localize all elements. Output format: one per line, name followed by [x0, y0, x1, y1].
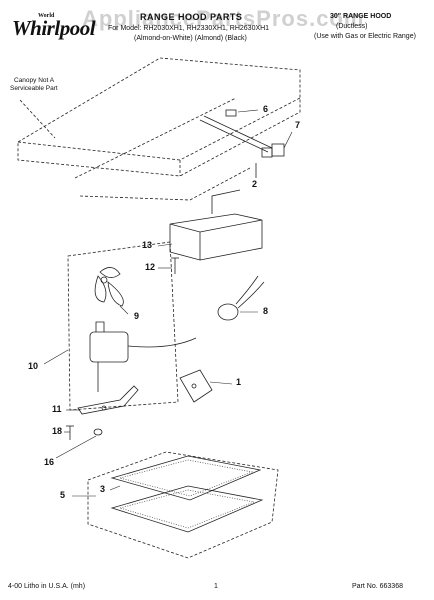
hood-size: 30" RANGE HOOD	[330, 13, 392, 20]
canopy-outline	[17, 57, 301, 201]
callout-18: 18	[52, 426, 63, 436]
footer-part-number: Part No. 663368	[352, 583, 403, 590]
nut-16	[93, 428, 103, 436]
fan-motor	[89, 321, 197, 392]
light-bracket	[199, 109, 285, 178]
lamp-socket	[217, 275, 265, 321]
callout-10: 10	[28, 361, 39, 371]
footer-page-number: 1	[214, 583, 218, 590]
callout-9: 9	[134, 311, 140, 321]
colors-line: (Almond-on-White) (Almond) (Black)	[134, 35, 247, 42]
fan-assembly-outline	[67, 241, 179, 411]
canopy-note-line1: Canopy Not A	[14, 77, 55, 84]
footer-litho: 4-00 Litho in U.S.A. (mh)	[8, 583, 86, 590]
screw-18	[66, 425, 74, 440]
filter-kit-outline	[87, 451, 279, 559]
hood-type: (Ductless)	[336, 23, 368, 30]
filter-housing	[169, 189, 263, 261]
callout-12: 12	[145, 262, 156, 272]
canopy-note-line2: Serviceable Part	[10, 85, 58, 92]
grease-filters	[110, 455, 264, 533]
callout-3: 3	[100, 484, 106, 494]
fan-blade	[94, 267, 124, 307]
callout-8: 8	[263, 306, 269, 316]
callout-2: 2	[252, 179, 258, 189]
callout-5: 5	[60, 490, 66, 500]
callout-1: 1	[236, 377, 242, 387]
logo-name: Whirlpool	[12, 16, 96, 40]
callout-16: 16	[44, 457, 55, 467]
screw-12	[171, 257, 179, 274]
watermark: AppliancePartsPros.com	[82, 6, 365, 31]
callout-11: 11	[52, 404, 62, 414]
callout-13: 13	[142, 240, 153, 250]
logo-brand-small: World	[38, 13, 55, 19]
whirlpool-logo: World Whirlpool	[12, 13, 96, 41]
motor-bracket	[77, 385, 139, 415]
model-line: For Model: RH2030XH1, RH2330XH1, RH2630X…	[108, 25, 270, 32]
callout-7: 7	[295, 120, 301, 130]
mounting-bracket-1	[179, 369, 213, 403]
page-title: RANGE HOOD PARTS	[140, 12, 243, 22]
callout-6: 6	[263, 104, 269, 114]
hood-usage: (Use with Gas or Electric Range)	[314, 33, 416, 40]
leader-lines	[43, 109, 293, 497]
